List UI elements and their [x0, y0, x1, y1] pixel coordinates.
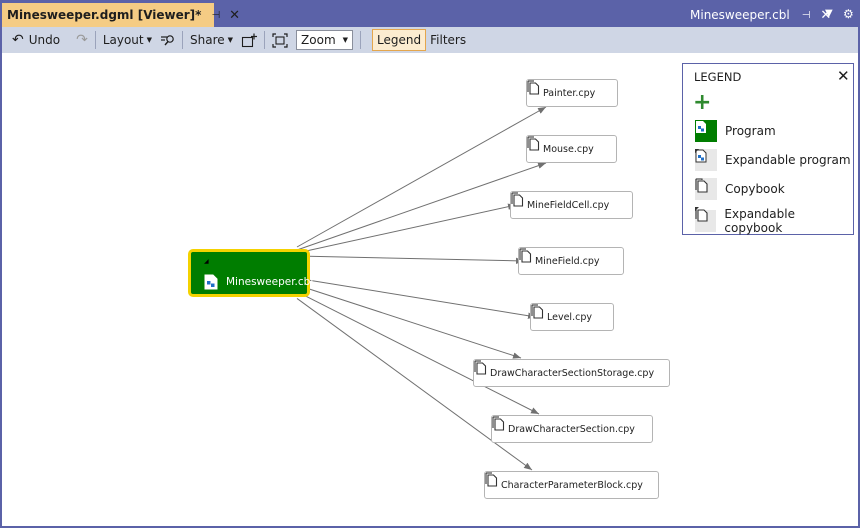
pin-icon[interactable]: ⊣	[211, 9, 221, 21]
add-comment-button[interactable]	[237, 29, 261, 51]
undo-label: Undo	[28, 33, 61, 47]
graph-edge	[296, 255, 525, 265]
gear-icon[interactable]: ⚙	[843, 7, 854, 21]
copybook-icon	[695, 178, 717, 200]
find-icon	[161, 35, 174, 46]
graph-node-copybook[interactable]: DrawCharacterSection.cpy	[491, 415, 653, 443]
add-node-icon	[241, 33, 258, 47]
tab-minesweeper-cbl[interactable]: Minesweeper.cbl ⊣ ✕	[690, 3, 831, 27]
legend-item-expandable-copybook[interactable]: Expandable copybook	[695, 207, 853, 235]
graph-edges	[296, 106, 547, 471]
undo-button[interactable]: ↶ Undo	[8, 29, 64, 51]
dropdown-arrow-icon: ▼	[227, 36, 234, 44]
filters-label: Filters	[430, 33, 467, 47]
close-icon[interactable]: ✕	[820, 7, 832, 23]
program-icon	[695, 120, 717, 142]
share-label: Share	[190, 33, 225, 47]
node-label: Mouse.cpy	[543, 143, 594, 155]
node-label: DrawCharacterSection.cpy	[508, 423, 635, 435]
zoom-value: Zoom	[301, 33, 336, 47]
toolbar-separator	[182, 31, 184, 49]
close-icon[interactable]: ✕	[229, 7, 241, 23]
node-label: CharacterParameterBlock.cpy	[501, 479, 643, 491]
undo-icon: ↶	[12, 32, 24, 48]
zoom-to-fit-button[interactable]	[268, 29, 292, 51]
legend-panel: LEGEND ✕ + Program Expandable program Co…	[682, 63, 854, 235]
zoom-to-fit-icon	[272, 32, 288, 48]
graph-edge	[296, 203, 517, 254]
graph-edge	[296, 162, 547, 251]
legend-item-expandable-program[interactable]: Expandable program	[695, 149, 851, 171]
graph-edge	[296, 106, 547, 248]
node-label: MineFieldCell.cpy	[527, 199, 610, 211]
graph-edge	[296, 284, 522, 359]
node-label: Painter.cpy	[543, 87, 596, 99]
toolbar-separator	[360, 31, 362, 49]
node-label: Minesweeper.cbl	[226, 276, 314, 288]
graph-node-copybook[interactable]: MineFieldCell.cpy	[510, 191, 633, 219]
tab-title: Minesweeper.dgml [Viewer]*	[7, 8, 202, 22]
node-label: DrawCharacterSectionStorage.cpy	[490, 367, 655, 379]
pin-icon[interactable]: ⊣	[801, 9, 811, 21]
graph-node-copybook[interactable]: DrawCharacterSectionStorage.cpy	[473, 359, 670, 387]
dropdown-arrow-icon: ▼	[146, 36, 153, 44]
graph-node-copybook[interactable]: Mouse.cpy	[526, 135, 617, 163]
graph-node-copybook[interactable]: Painter.cpy	[526, 79, 618, 107]
layout-label: Layout	[102, 33, 144, 47]
tab-minesweeper-dgml[interactable]: Minesweeper.dgml [Viewer]* ⊣ ✕	[2, 3, 240, 27]
tab-title: Minesweeper.cbl	[690, 8, 790, 22]
expand-icon[interactable]: ◢	[204, 258, 209, 265]
legend-item-label: Expandable copybook	[724, 207, 795, 235]
legend-item-program[interactable]: Program	[695, 120, 776, 142]
graph-node-copybook[interactable]: MineField.cpy	[518, 247, 624, 275]
dgml-toolbar: ↶ Undo ↷ Layout ▼ Share ▼ Zo	[2, 27, 858, 53]
graph-node-copybook[interactable]: CharacterParameterBlock.cpy	[484, 471, 659, 499]
document-tab-bar: Minesweeper.dgml [Viewer]* ⊣ ✕ Minesweep…	[0, 0, 860, 27]
filters-button[interactable]: Filters	[426, 29, 470, 51]
graph-node-copybook[interactable]: Level.cpy	[530, 303, 614, 331]
node-label: MineField.cpy	[535, 255, 600, 267]
zoom-select[interactable]: Zoom ▼	[296, 30, 354, 50]
layout-dropdown[interactable]: Layout ▼	[99, 29, 156, 51]
find-button[interactable]	[156, 29, 179, 51]
expandable-program-icon	[695, 149, 717, 171]
legend-item-label: Program	[725, 124, 776, 138]
close-icon[interactable]: ✕	[837, 67, 850, 85]
toolbar-separator	[94, 31, 96, 49]
expandable-copybook-icon	[695, 207, 717, 232]
legend-toggle-button[interactable]: Legend	[372, 29, 427, 51]
redo-icon: ↷	[76, 32, 88, 48]
legend-item-label: Expandable program	[725, 153, 851, 167]
legend-title: LEGEND	[694, 70, 742, 84]
legend-item-label: Copybook	[725, 182, 785, 196]
legend-label: Legend	[377, 33, 422, 47]
add-icon[interactable]: +	[693, 90, 712, 115]
graph-edge	[296, 291, 540, 415]
legend-item-copybook[interactable]: Copybook	[695, 178, 785, 200]
program-icon	[204, 274, 218, 290]
node-label: Level.cpy	[547, 311, 592, 323]
graph-node-root[interactable]: ◢ Minesweeper.cbl	[188, 249, 314, 297]
dropdown-arrow-icon: ▼	[342, 36, 349, 44]
graph-edge	[296, 277, 537, 319]
redo-button[interactable]: ↷	[72, 29, 92, 51]
chevron-down-icon[interactable]: ▼	[825, 8, 833, 19]
toolbar-separator	[264, 31, 266, 49]
share-dropdown[interactable]: Share ▼	[186, 29, 237, 51]
